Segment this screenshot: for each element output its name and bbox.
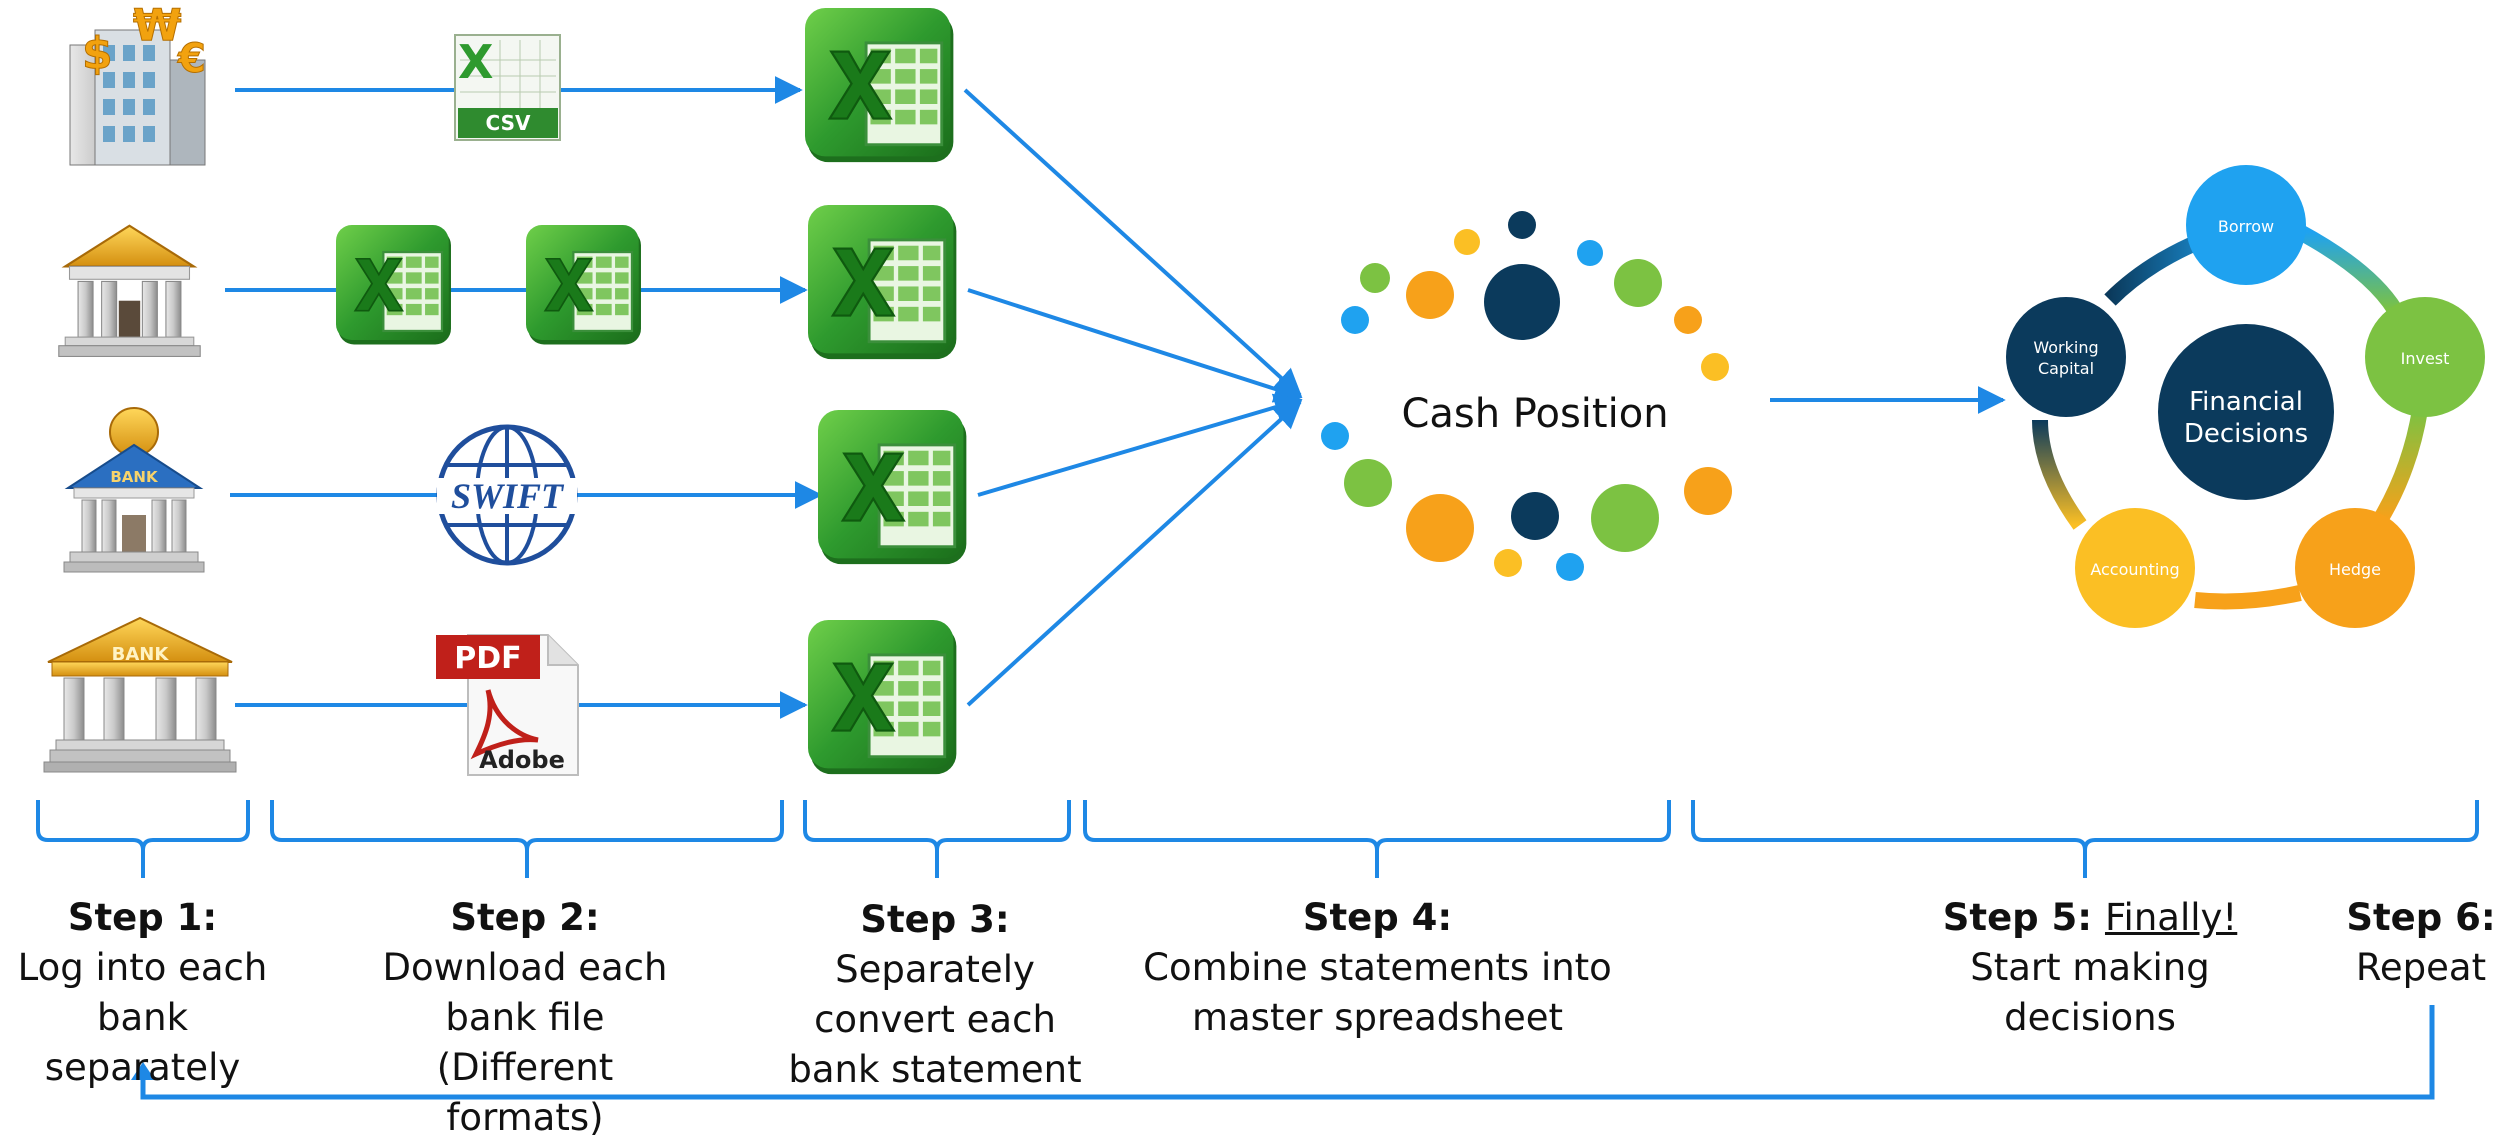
excel-icon bbox=[808, 205, 958, 361]
step-5-finally: Finally! bbox=[2104, 896, 2238, 939]
dot bbox=[1360, 263, 1390, 293]
brace-step-4 bbox=[1083, 800, 1671, 878]
brace-step-3 bbox=[803, 800, 1071, 878]
step-1-line-2: bank separately bbox=[44, 996, 241, 1089]
invest-node bbox=[2365, 297, 2485, 417]
invest-label: Invest bbox=[2401, 349, 2450, 368]
financial-decisions-center bbox=[2158, 324, 2334, 500]
excel-icon bbox=[818, 410, 968, 566]
swift-globe-icon: SWIFT bbox=[436, 424, 578, 566]
center-label-line1: Financial bbox=[2189, 387, 2303, 417]
pdf-adobe-icon: PDF Adobe bbox=[436, 634, 579, 776]
step-1-title: Step 1: bbox=[67, 896, 218, 939]
dot bbox=[1591, 484, 1659, 552]
brace-step-2 bbox=[270, 800, 784, 878]
row-1: $ ₩ € X CSV bbox=[69, 0, 955, 166]
step-3-title: Step 3: bbox=[860, 898, 1010, 941]
adobe-label: Adobe bbox=[479, 746, 565, 774]
converge-arrows bbox=[963, 88, 1303, 707]
currency-building-icon: $ ₩ € bbox=[69, 0, 206, 166]
dot bbox=[1494, 549, 1522, 577]
dot bbox=[1344, 459, 1392, 507]
row-3: BANK SWIFT bbox=[63, 407, 968, 573]
dot bbox=[1701, 353, 1729, 381]
step-6-line-1: Repeat bbox=[2355, 946, 2487, 989]
repeat-loop-arrow bbox=[131, 1005, 2435, 1100]
step-3-line-2: convert each bbox=[814, 998, 1056, 1041]
hedge-node bbox=[2295, 508, 2415, 628]
step-3-line-3: bank statement bbox=[788, 1048, 1082, 1091]
row-4: BANK PDF Adobe bbox=[43, 616, 958, 776]
step-5-title-row: Step 5: Finally! bbox=[1925, 893, 2255, 943]
pdf-label: PDF bbox=[454, 641, 521, 676]
step-1-line-1: Log into each bbox=[17, 946, 268, 989]
step-2-title: Step 2: bbox=[450, 896, 600, 939]
step-2-line-2: bank file (Different bbox=[436, 996, 614, 1089]
excel-icon bbox=[336, 225, 453, 346]
cash-position-label: Cash Position bbox=[1401, 391, 1668, 437]
step-5-line-1: Start making bbox=[1970, 946, 2210, 989]
classical-bank-icon bbox=[57, 224, 202, 358]
bank-coin-icon: BANK bbox=[63, 407, 205, 573]
bank-sign-label: BANK bbox=[110, 468, 159, 486]
dot bbox=[1321, 422, 1349, 450]
borrow-label: Borrow bbox=[2218, 217, 2274, 236]
cash-position-cluster: Cash Position bbox=[1321, 211, 1732, 581]
process-diagram: $ ₩ € X CSV BANK bbox=[36, 0, 2485, 1100]
dot bbox=[1674, 306, 1702, 334]
csv-file-icon: X CSV bbox=[454, 34, 561, 141]
step-6-title: Step 6: bbox=[2346, 896, 2496, 939]
row-2 bbox=[57, 205, 958, 361]
excel-icon bbox=[526, 225, 643, 346]
dot bbox=[1556, 553, 1584, 581]
svg-text:$: $ bbox=[82, 28, 113, 79]
working-capital-label-line2: Capital bbox=[2038, 359, 2094, 378]
brace-step-5 bbox=[1691, 800, 2479, 878]
step-4-label: Step 4: Combine statements into master s… bbox=[1140, 893, 1615, 1043]
working-capital-node bbox=[2006, 297, 2126, 417]
brace-step-1 bbox=[36, 800, 250, 878]
dot bbox=[1614, 259, 1662, 307]
center-label-line2: Decisions bbox=[2184, 419, 2308, 449]
dot bbox=[1684, 467, 1732, 515]
working-capital-label-line1: Working bbox=[2033, 338, 2098, 357]
step-3-line-1: Separately bbox=[835, 948, 1035, 991]
svg-text:X: X bbox=[458, 35, 493, 89]
dot bbox=[1577, 240, 1603, 266]
step-5-title: Step 5: bbox=[1942, 896, 2093, 939]
step-4-line-1: Combine statements into bbox=[1143, 946, 1612, 989]
step-1-label: Step 1: Log into each bank separately bbox=[0, 893, 285, 1093]
dot bbox=[1454, 229, 1480, 255]
step-2-line-1: Download each bbox=[382, 946, 668, 989]
dot bbox=[1341, 306, 1369, 334]
dot bbox=[1511, 492, 1559, 540]
dot bbox=[1406, 271, 1454, 319]
step-2-line-3: formats) bbox=[446, 1096, 604, 1139]
bank-sign-label: BANK bbox=[112, 644, 170, 665]
step-4-line-2: master spreadsheet bbox=[1191, 996, 1564, 1039]
bank-gold-icon: BANK bbox=[43, 616, 237, 773]
dot bbox=[1484, 264, 1560, 340]
step-5-label: Step 5: Finally! Start making decisions bbox=[1925, 893, 2255, 1043]
dot bbox=[1508, 211, 1536, 239]
step-braces bbox=[36, 800, 2479, 878]
svg-text:€: € bbox=[177, 36, 206, 82]
step-5-line-2: decisions bbox=[2004, 996, 2176, 1039]
swift-label: SWIFT bbox=[451, 476, 565, 516]
accounting-label: Accounting bbox=[2090, 560, 2179, 579]
step-4-title: Step 4: bbox=[1302, 896, 1453, 939]
csv-label: CSV bbox=[486, 111, 531, 135]
excel-icon bbox=[805, 8, 955, 164]
accounting-node bbox=[2075, 508, 2195, 628]
excel-icon bbox=[808, 620, 958, 776]
svg-text:₩: ₩ bbox=[133, 0, 182, 51]
step-3-label: Step 3: Separately convert each bank sta… bbox=[785, 895, 1085, 1095]
dot bbox=[1406, 494, 1474, 562]
borrow-node bbox=[2186, 165, 2306, 285]
step-2-label: Step 2: Download each bank file (Differe… bbox=[355, 893, 695, 1143]
step-6-label: Step 6: Repeat bbox=[2340, 893, 2502, 993]
decision-cycle: Financial Decisions Borrow Invest Hedge … bbox=[2006, 165, 2485, 628]
hedge-label: Hedge bbox=[2329, 560, 2381, 579]
